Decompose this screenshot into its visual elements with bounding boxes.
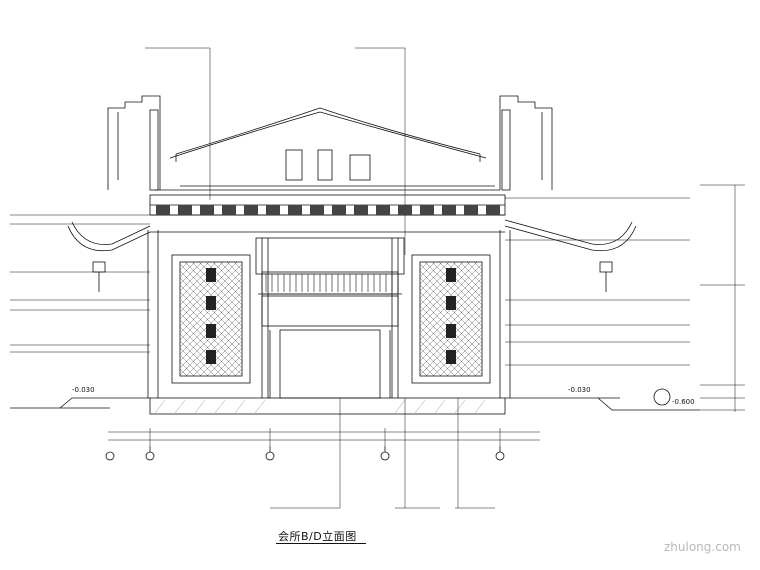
main-roof xyxy=(155,107,500,191)
dougong-bracket xyxy=(222,205,236,215)
dougong-bracket xyxy=(420,205,434,215)
leader-lines xyxy=(10,47,690,509)
dougong-bracket xyxy=(442,205,456,215)
vertical-dimensions xyxy=(700,184,745,412)
level-right: -0.030 xyxy=(568,386,591,394)
plinth xyxy=(149,397,506,415)
watermark-text: zhulong.com xyxy=(664,540,741,554)
right-flying-eave xyxy=(504,219,637,292)
lattice-ornament xyxy=(446,268,456,282)
level-right-side: -0.600 xyxy=(672,398,695,406)
dougong-bracket xyxy=(332,205,346,215)
lattice-ornament xyxy=(446,324,456,338)
horizontal-dimensions xyxy=(108,428,540,446)
axis-bubbles xyxy=(105,446,505,461)
dougong-bracket xyxy=(178,205,192,215)
dougong-bracket xyxy=(354,205,368,215)
drawing-title: 会所B/D立面图 xyxy=(278,530,357,543)
left-flying-eave xyxy=(67,221,151,292)
dougong-bracket xyxy=(464,205,478,215)
lattice-ornament xyxy=(206,268,216,282)
dougong-bracket xyxy=(156,205,170,215)
left-lattice-pattern xyxy=(179,261,243,377)
lattice-ornament xyxy=(206,324,216,338)
title-underline xyxy=(276,543,366,544)
left-gable-wall xyxy=(107,95,161,191)
dougong-bracket xyxy=(200,205,214,215)
right-gable-wall xyxy=(499,95,553,191)
dougong-bracket xyxy=(310,205,324,215)
lattice-ornament xyxy=(446,350,456,364)
plinth-hatch xyxy=(154,399,486,414)
dougong-bracket xyxy=(266,205,280,215)
dougong-bracket xyxy=(288,205,302,215)
dougong-bracket xyxy=(244,205,258,215)
dougong-bracket xyxy=(398,205,412,215)
dougong-bracket xyxy=(486,205,500,215)
level-left: -0.030 xyxy=(72,386,95,394)
dougong-bracket xyxy=(376,205,390,215)
ground-line xyxy=(10,397,700,411)
lattice-ornament xyxy=(206,296,216,310)
stone-ball xyxy=(653,388,671,406)
lattice-ornament xyxy=(446,296,456,310)
lattice-ornament xyxy=(206,350,216,364)
